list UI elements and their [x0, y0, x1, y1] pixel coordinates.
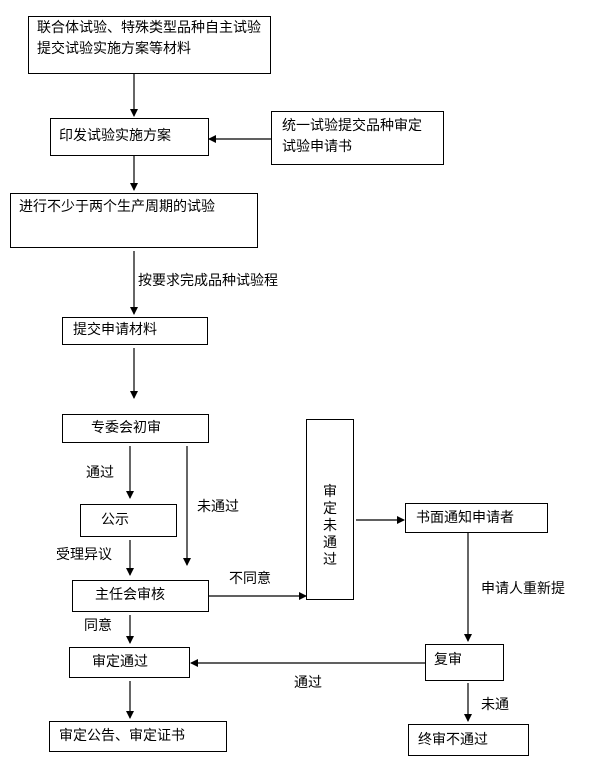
- node-trials: 进行不少于两个生产周期的试验: [10, 193, 258, 248]
- node-announcement-label: 审定公告、审定证书: [59, 728, 185, 744]
- node-final-fail: 终审不通过: [408, 724, 529, 756]
- node-submit-label: 提交申请材料: [73, 322, 157, 338]
- label-pass-1: 通过: [86, 465, 114, 481]
- node-unified-application-label: 统一试验提交品种审定试验申请书: [282, 118, 422, 155]
- node-review: 复审: [425, 644, 504, 681]
- node-unified-application: 统一试验提交品种审定试验申请书: [271, 111, 444, 165]
- node-notify-applicant-label: 书面通知申请者: [416, 510, 514, 526]
- node-review-label: 复审: [434, 652, 462, 668]
- node-publicity-label: 公示: [101, 512, 129, 528]
- node-start: 联合体试验、特殊类型品种自主试验提交试验实施方案等材料: [28, 16, 271, 74]
- label-reapply: 申请人重新提: [481, 581, 565, 597]
- label-disagree: 不同意: [229, 571, 271, 587]
- label-agree: 同意: [84, 618, 112, 634]
- node-issue-plan-label: 印发试验实施方案: [59, 128, 171, 144]
- node-director-review-label: 主任会审核: [95, 587, 165, 603]
- node-start-label: 联合体试验、特殊类型品种自主试验提交试验实施方案等材料: [37, 20, 261, 57]
- node-trials-label: 进行不少于两个生产周期的试验: [19, 199, 215, 215]
- node-notify-applicant: 书面通知申请者: [405, 503, 548, 533]
- node-submit: 提交申请材料: [62, 317, 208, 345]
- node-not-approved: 审定未通过: [306, 419, 354, 600]
- label-not-pass: 未通过: [197, 499, 239, 515]
- node-not-approved-label: 审定未通过: [323, 484, 337, 568]
- node-committee: 专委会初审: [62, 414, 209, 443]
- node-director-review: 主任会审核: [72, 580, 209, 612]
- node-publicity: 公示: [80, 504, 177, 537]
- label-objection: 受理异议: [56, 547, 112, 563]
- node-approved: 审定通过: [69, 647, 190, 678]
- label-complete-procedure: 按要求完成品种试验程: [138, 273, 278, 289]
- node-announcement: 审定公告、审定证书: [49, 721, 227, 752]
- node-final-fail-label: 终审不通过: [418, 732, 488, 748]
- node-issue-plan: 印发试验实施方案: [50, 118, 209, 156]
- node-approved-label: 审定通过: [92, 654, 148, 670]
- node-committee-label: 专委会初审: [91, 420, 161, 436]
- label-fail-short: 未通: [481, 697, 509, 713]
- label-pass-2: 通过: [294, 675, 322, 691]
